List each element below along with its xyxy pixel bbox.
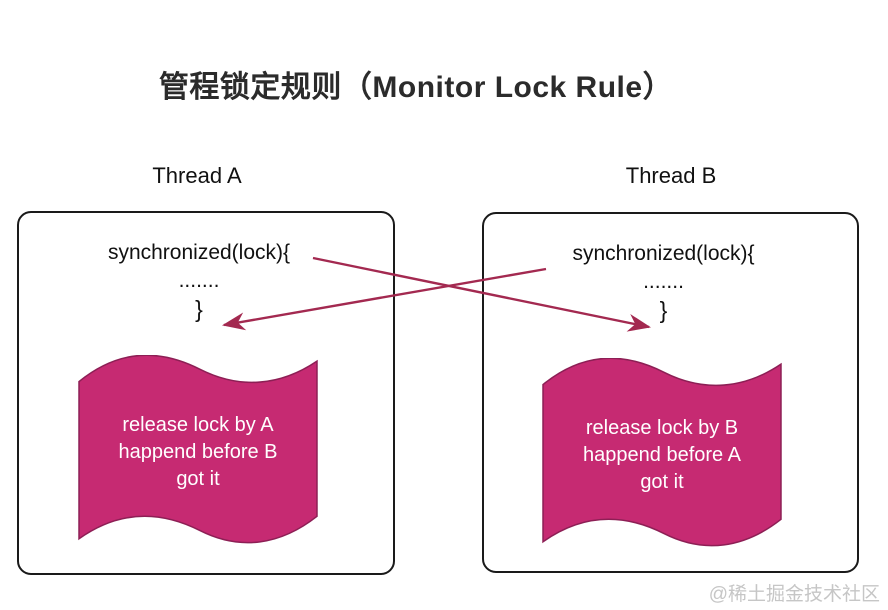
flag-b-line-1: release lock by B — [585, 416, 739, 439]
thread-b-code: synchronized(lock){ ....... } — [484, 240, 843, 324]
thread-a-sync-line: synchronized(lock){ — [107, 241, 291, 264]
flag-b-line-3: got it — [640, 470, 684, 493]
thread-b-flag-text: release lock by B happend before A got i… — [541, 358, 783, 552]
thread-a-brace-line: } — [195, 296, 203, 322]
thread-b-release-flag: release lock by B happend before A got i… — [541, 358, 783, 552]
thread-a-release-flag: release lock by A happend before B got i… — [77, 355, 319, 549]
flag-a-line-1: release lock by A — [122, 413, 274, 436]
flag-b-line-2: happend before A — [583, 443, 741, 466]
wave-flag-shape-b — [542, 358, 782, 547]
thread-a-label: Thread A — [152, 163, 242, 188]
flag-a-line-2: happend before B — [118, 440, 278, 463]
thread-a-dots-line: ....... — [178, 269, 220, 292]
thread-b-label: Thread B — [625, 163, 717, 188]
thread-a-code: synchronized(lock){ ....... } — [19, 239, 379, 323]
thread-a-flag-text: release lock by A happend before B got i… — [77, 355, 319, 549]
flag-a-line-3: got it — [176, 467, 220, 490]
thread-b-brace-line: } — [659, 297, 668, 323]
page-title: 管程锁定规则（Monitor Lock Rule） — [158, 71, 674, 104]
watermark: @稀土掘金技术社区 — [708, 584, 880, 605]
wave-flag-shape-a — [78, 355, 318, 544]
thread-b-box: synchronized(lock){ ....... } release lo… — [482, 212, 859, 573]
thread-b-dots-line: ....... — [643, 270, 684, 293]
thread-b-sync-line: synchronized(lock){ — [572, 242, 755, 265]
thread-a-box: synchronized(lock){ ....... } release lo… — [17, 211, 395, 575]
